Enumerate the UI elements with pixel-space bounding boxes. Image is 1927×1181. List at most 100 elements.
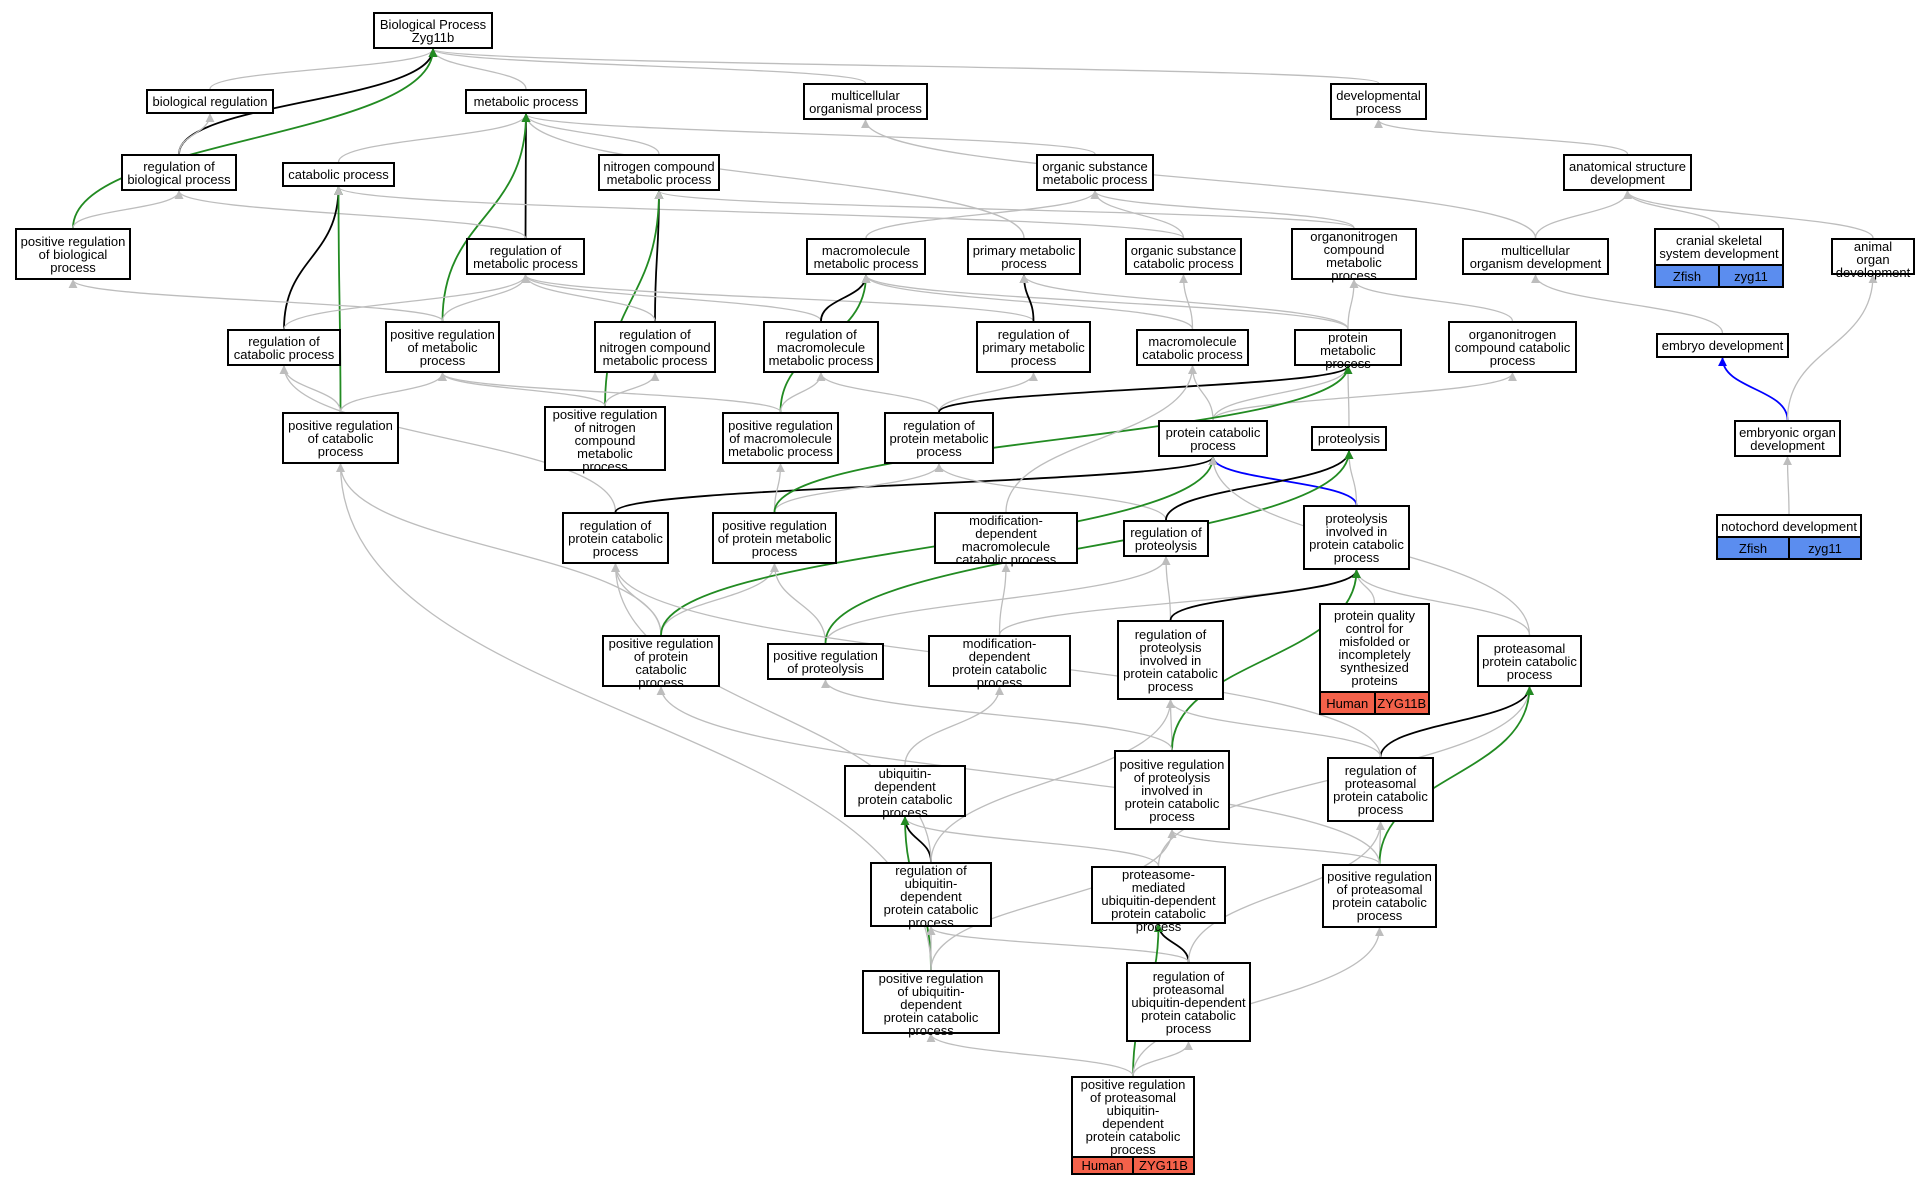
- go-term-node-regprot[interactable]: regulation of proteolysis: [1123, 520, 1209, 557]
- edge-posmac-to-posmet: [438, 372, 782, 413]
- go-term-node-posprotcat[interactable]: positive regulation of protein catabolic…: [602, 635, 720, 690]
- go-term-label: positive regulation of metabolic process: [390, 326, 495, 368]
- go-term-node-posprotmet[interactable]: positive regulation of protein metabolic…: [712, 512, 837, 564]
- go-term-label: positive regulation of proteolysis invol…: [1119, 756, 1225, 824]
- go-term-node-maccat[interactable]: macromolecule catabolic process: [1136, 329, 1249, 366]
- edge-protcat-to-orgnitcat: [1212, 372, 1517, 421]
- go-term-label: proteasome-mediated ubiquitin-dependent …: [1101, 867, 1216, 934]
- edge-regproteasomal-to-regprotinv: [1166, 699, 1382, 758]
- go-term-node-bioreg[interactable]: biological regulation: [146, 89, 274, 114]
- go-term-node-posmet[interactable]: positive regulation of metabolic process: [385, 321, 500, 373]
- go-term-node-moddepmac[interactable]: modification-dependent macromolecule cat…: [934, 512, 1078, 566]
- go-term-node-orgcat[interactable]: organic substance catabolic process: [1125, 238, 1242, 275]
- edge-bioreg-to-bp: [209, 48, 438, 90]
- go-term-node-orgsub[interactable]: organic substance metabolic process: [1036, 154, 1154, 191]
- go-term-node-embryonic[interactable]: embryonic organ development: [1734, 420, 1841, 457]
- go-term-node-regproteaubiq[interactable]: regulation of proteasomal ubiquitin-depe…: [1126, 962, 1251, 1042]
- go-term-label: protein quality control for misfolded or…: [1334, 608, 1415, 688]
- edge-regprot-to-regprotmet: [934, 463, 1167, 521]
- go-term-node-ubiq[interactable]: ubiquitin-dependent protein catabolic pr…: [844, 765, 966, 820]
- edge-regmet-to-metab: [521, 113, 531, 239]
- edge-regmac-to-macmet: [820, 274, 871, 322]
- go-term-label: organonitrogen compound catabolic proces…: [1454, 326, 1571, 368]
- edge-posprotmet-to-regprotmet: [773, 463, 944, 513]
- go-term-node-regmet[interactable]: regulation of metabolic process: [466, 238, 585, 275]
- go-term-node-posprotinv[interactable]: positive regulation of proteolysis invol…: [1114, 750, 1230, 830]
- go-term-node-regnit[interactable]: regulation of nitrogen compound metaboli…: [594, 321, 716, 373]
- go-term-node-regpri[interactable]: regulation of primary metabolic process: [976, 321, 1091, 373]
- go-term-node-bp[interactable]: Biological Process Zyg11b: [373, 12, 493, 49]
- go-term-node-regmac[interactable]: regulation of macromolecule metabolic pr…: [763, 321, 879, 373]
- go-term-node-posnit[interactable]: positive regulation of nitrogen compound…: [544, 406, 666, 473]
- edge-proteasomal-to-protinv: [1352, 569, 1531, 636]
- go-term-node-posprot[interactable]: positive regulation of proteolysis: [767, 643, 884, 680]
- go-term-label: positive regulation of protein metabolic…: [717, 517, 832, 559]
- go-term-node-protqual[interactable]: protein quality control for misfolded or…: [1319, 603, 1430, 715]
- edge-regprotcat-to-regcat: [279, 365, 617, 513]
- go-term-node-embryo[interactable]: embryo development: [1656, 333, 1789, 358]
- go-term-node-macmet[interactable]: macromolecule metabolic process: [806, 238, 926, 275]
- go-term-node-posproteaubiq[interactable]: positive regulation of proteasomal ubiqu…: [1071, 1076, 1195, 1175]
- edge-posproteasomal-to-posprotcat: [656, 686, 1381, 865]
- edge-regnit-to-regmet: [521, 274, 656, 322]
- go-term-node-posproteasomal[interactable]: positive regulation of proteasomal prote…: [1322, 864, 1437, 928]
- go-term-node-regubiq[interactable]: regulation of ubiquitin-dependent protei…: [870, 862, 992, 929]
- go-term-node-multidev[interactable]: multicellular organism development: [1462, 238, 1609, 275]
- go-term-node-proteasomal[interactable]: proteasomal protein catabolic process: [1477, 635, 1582, 687]
- edge-protmet-to-macmet: [861, 274, 1349, 330]
- go-term-label: developmental process: [1336, 87, 1421, 116]
- go-term-node-proteamed[interactable]: proteasome-mediated ubiquitin-dependent …: [1091, 866, 1226, 933]
- go-term-label: biological regulation: [152, 94, 268, 109]
- go-term-node-multi[interactable]: multicellular organismal process: [803, 83, 928, 120]
- edge-posmet-to-posbio: [68, 279, 444, 322]
- go-term-node-regprotcat[interactable]: regulation of protein catabolic process: [562, 512, 669, 564]
- go-term-node-regprotinv[interactable]: regulation of proteolysis involved in pr…: [1117, 620, 1224, 700]
- go-term-node-regcat[interactable]: regulation of catabolic process: [227, 329, 341, 366]
- edge-protcat-to-protmet: [1212, 365, 1353, 421]
- go-term-node-anat[interactable]: anatomical structure development: [1563, 154, 1692, 191]
- go-term-node-regproteasomal[interactable]: regulation of proteasomal protein catabo…: [1327, 757, 1434, 822]
- edge-embryonic-to-embryo: [1718, 357, 1789, 421]
- go-term-node-proteolysis[interactable]: proteolysis: [1311, 426, 1387, 451]
- go-term-node-regbio[interactable]: regulation of biological process: [121, 154, 237, 191]
- edge-embryo-to-multidev: [1531, 274, 1724, 334]
- go-term-node-nitro[interactable]: nitrogen compound metabolic process: [598, 154, 720, 191]
- go-term-node-posmac[interactable]: positive regulation of macromolecule met…: [722, 412, 839, 464]
- edge-regprotmet-to-regmac: [816, 372, 940, 413]
- go-term-node-posubiq[interactable]: positive regulation of ubiquitin-depende…: [862, 970, 1000, 1038]
- go-term-node-poscat[interactable]: positive regulation of catabolic process: [282, 412, 399, 464]
- go-term-node-devproc[interactable]: developmental process: [1330, 83, 1427, 120]
- go-term-label: ubiquitin-dependent protein catabolic pr…: [857, 766, 953, 820]
- go-term-label: positive regulation of protein catabolic…: [608, 636, 714, 690]
- go-term-node-orgnitmet[interactable]: organonitrogen compound metabolic proces…: [1291, 228, 1417, 283]
- go-term-node-protmet[interactable]: protein metabolic process: [1294, 329, 1402, 370]
- edge-posnit-to-regnit: [604, 372, 660, 407]
- go-term-node-animal[interactable]: animal organ development: [1831, 238, 1915, 279]
- edge-ubiq-to-moddepprot: [904, 686, 1004, 766]
- go-term-label: positive regulation of ubiquitin-depende…: [878, 971, 984, 1038]
- go-term-label: regulation of proteasomal ubiquitin-depe…: [1131, 968, 1246, 1036]
- go-term-node-primet[interactable]: primary metabolic process: [967, 238, 1081, 275]
- go-term-node-metab[interactable]: metabolic process: [465, 89, 587, 114]
- go-term-node-catab[interactable]: catabolic process: [282, 162, 395, 187]
- gene-badge: ZYG11B: [1373, 693, 1428, 713]
- go-term-node-orgnitcat[interactable]: organonitrogen compound catabolic proces…: [1448, 321, 1577, 373]
- go-term-node-regprotmet[interactable]: regulation of protein metabolic process: [884, 412, 994, 464]
- edge-orgnitcat-to-orgnitmet: [1349, 279, 1514, 322]
- go-term-label: Biological Process Zyg11b: [379, 16, 487, 45]
- edge-regproteaubiq-to-regproteasomal: [1187, 821, 1385, 963]
- edge-posprot-to-regprot: [824, 556, 1171, 644]
- edge-regprot-to-proteolysis: [1165, 450, 1354, 521]
- edge-regcat-to-catab: [283, 186, 343, 330]
- edge-poscat-to-regcat: [279, 365, 342, 413]
- go-term-label: regulation of proteolysis: [1130, 524, 1202, 553]
- go-term-label: organonitrogen compound metabolic proces…: [1310, 229, 1398, 283]
- go-term-node-protcat[interactable]: protein catabolic process: [1158, 420, 1268, 457]
- go-term-node-moddepprot[interactable]: modification-dependent protein catabolic…: [928, 635, 1071, 689]
- go-term-node-protinv[interactable]: proteolysis involved in protein cataboli…: [1303, 505, 1410, 570]
- go-term-node-posbio[interactable]: positive regulation of biological proces…: [15, 228, 131, 280]
